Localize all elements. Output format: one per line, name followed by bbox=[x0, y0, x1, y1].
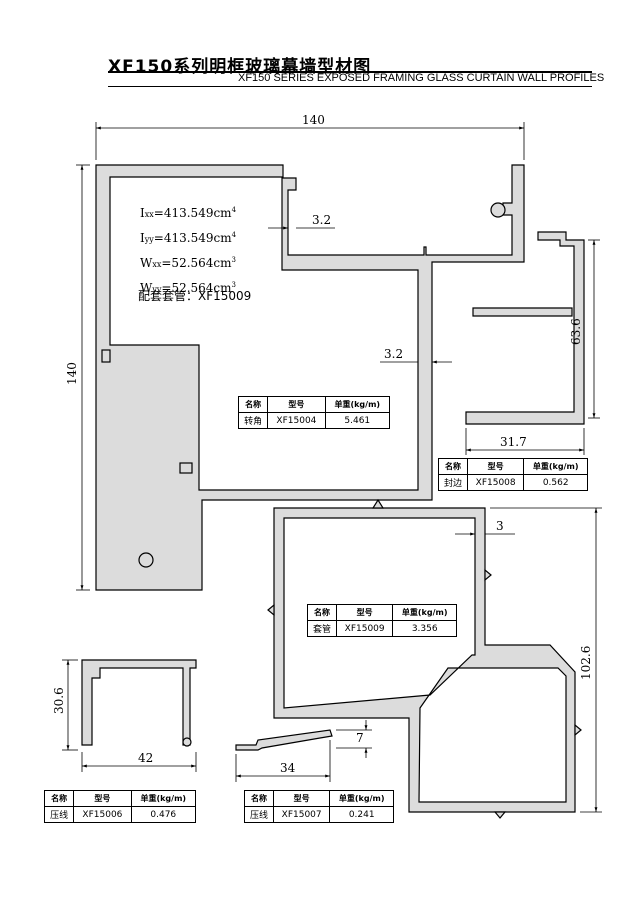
dim-wall-top: 3.2 bbox=[312, 213, 331, 227]
matching-sleeve-note: 配套套管：XF15009 bbox=[138, 289, 252, 303]
dim-xf15007-width: 34 bbox=[280, 761, 296, 775]
dim-xf15006-width: 42 bbox=[138, 751, 153, 765]
dim-lines-xf15008 bbox=[465, 239, 600, 455]
profile-xf15008 bbox=[465, 231, 585, 425]
dim-xf15008-width: 31.7 bbox=[500, 435, 527, 449]
profile-xf15009 bbox=[267, 498, 582, 819]
dim-xf15009-wall: 3 bbox=[496, 519, 504, 533]
dim-lines-xf15007 bbox=[235, 720, 372, 782]
ixx-row: Ixx=413.549cm4 bbox=[140, 206, 237, 220]
subtitle-rule bbox=[108, 86, 592, 87]
dim-main-width: 140 bbox=[302, 113, 325, 127]
profile-xf15007 bbox=[235, 729, 333, 751]
section-properties: Ixx=413.549cm4 Iyy=413.549cm4 Wxx=52.564… bbox=[140, 200, 236, 300]
title-rule bbox=[108, 71, 592, 73]
dim-lines-main bbox=[76, 122, 525, 591]
wyy-row: Wyy=52.564cm3 bbox=[140, 281, 237, 295]
iyy-row: Iyy=413.549cm4 bbox=[140, 231, 237, 245]
dim-xf15007-height: 7 bbox=[356, 731, 364, 745]
dim-xf15006-height: 30.6 bbox=[52, 687, 66, 714]
dim-main-height: 140 bbox=[65, 362, 79, 385]
dim-lines-xf15006 bbox=[62, 659, 197, 772]
dim-xf15008-height: 63.6 bbox=[569, 318, 583, 345]
wxx-row: Wxx=52.564cm3 bbox=[140, 256, 236, 270]
profile-xf15004 bbox=[95, 164, 525, 591]
dim-wall-mid: 3.2 bbox=[384, 347, 403, 361]
dim-xf15009-height: 102.6 bbox=[579, 646, 593, 680]
profile-xf15006 bbox=[81, 659, 197, 747]
dim-lines-xf15009 bbox=[455, 507, 602, 813]
page-subtitle: XF150 SERIES EXPOSED FRAMING GLASS CURTA… bbox=[238, 72, 605, 84]
